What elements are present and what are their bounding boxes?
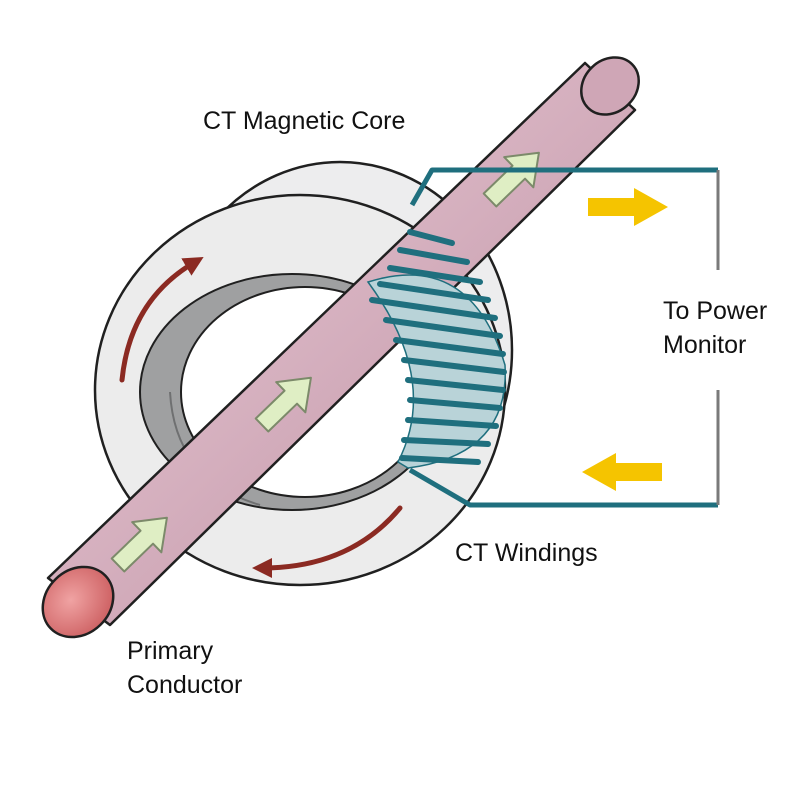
label-primary-conductor: Primary Conductor bbox=[127, 634, 242, 702]
magnetic-flux-arrows bbox=[119, 256, 403, 578]
curved-arrow-icon bbox=[252, 505, 403, 578]
ct-windings bbox=[366, 229, 507, 469]
current-flow-arrows bbox=[110, 151, 540, 573]
label-line: Monitor bbox=[663, 331, 747, 359]
arrow-left-icon bbox=[582, 453, 662, 491]
arrow-right-icon bbox=[588, 188, 668, 226]
power-direction-arrows bbox=[582, 188, 668, 491]
label-line: To Power bbox=[663, 297, 768, 325]
secondary-leads bbox=[408, 167, 720, 508]
arrow-up-right-icon bbox=[110, 516, 168, 573]
label-line: Conductor bbox=[127, 671, 243, 699]
arrow-up-right-icon bbox=[254, 376, 312, 433]
curved-arrow-icon bbox=[119, 256, 204, 383]
label-line: Primary bbox=[127, 637, 214, 665]
label-ct-windings: CT Windings bbox=[455, 539, 598, 567]
conductor-end-cap bbox=[41, 565, 115, 639]
label-to-power-monitor: To Power Monitor bbox=[663, 294, 767, 362]
primary-conductor bbox=[41, 56, 640, 639]
label-ct-magnetic-core: CT Magnetic Core bbox=[203, 107, 406, 135]
